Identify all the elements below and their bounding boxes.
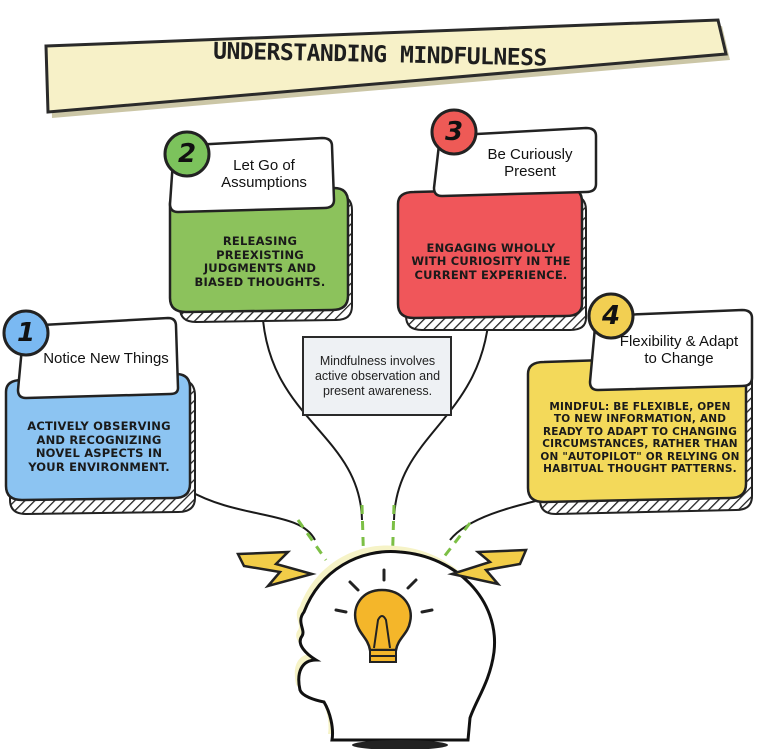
center-note-box — [302, 336, 452, 416]
step-4-card — [526, 292, 754, 516]
step-3-description: Engaging wholly with curiosity in the cu… — [411, 240, 571, 282]
step-4-label: Flexibility & Adapt to Change — [619, 333, 739, 367]
title-banner — [44, 18, 730, 118]
step-4-number: 4 — [601, 301, 621, 331]
step-4-description: Mindful: Be flexible, open to new inform… — [540, 400, 740, 476]
step-2-number: 2 — [177, 139, 197, 169]
step-1-description: Actively observing and recognizing novel… — [27, 419, 171, 474]
step-1-label: Notice New Things — [43, 349, 169, 367]
step-2-card — [163, 130, 353, 324]
connector-step3 — [393, 299, 491, 521]
connector-step2 — [261, 299, 363, 521]
step-1-number: 1 — [16, 318, 36, 348]
step-2-description: Releasing preexisting judgments and bias… — [194, 234, 326, 289]
step-3-number: 3 — [444, 117, 464, 147]
center-note: Mindfulness involves active observation … — [314, 353, 441, 398]
step-1-card — [2, 309, 196, 516]
lightbulb-icon — [334, 568, 434, 663]
connector-step1 — [187, 489, 316, 541]
step-3-label: Be Curiously Present — [487, 146, 573, 180]
step-2-label: Let Go of Assumptions — [221, 157, 307, 191]
lightning-bolt-icon — [236, 548, 528, 589]
step-3-card — [396, 108, 598, 331]
